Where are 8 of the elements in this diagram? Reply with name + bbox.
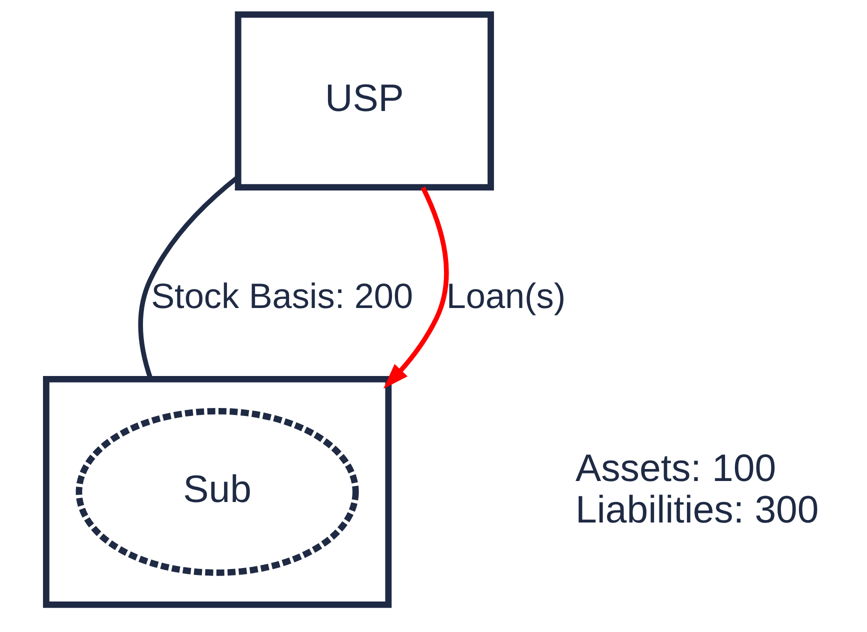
node-label: Assets: 100 — [575, 447, 776, 490]
node-box: USP — [234, 11, 494, 190]
edge-label: Stock Basis: 200 — [150, 277, 413, 316]
cluster — [42, 376, 392, 608]
arrow — [382, 186, 448, 389]
node-ellipse: Sub — [75, 408, 358, 576]
node-label: Liabilities: 300 — [575, 488, 818, 532]
edge-label: Loan(s) — [446, 277, 566, 316]
